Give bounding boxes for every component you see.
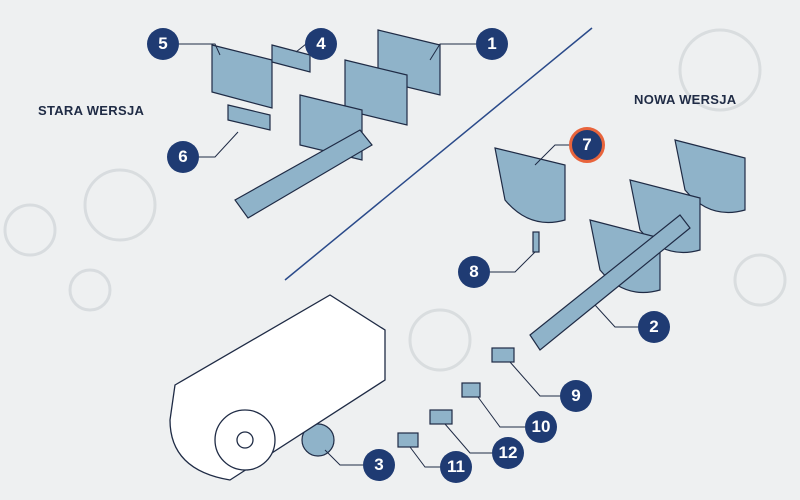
callout-1: 1 — [476, 28, 508, 60]
callout-12: 12 — [492, 437, 524, 469]
leader-lines — [179, 43, 638, 468]
callout-11: 11 — [440, 451, 472, 483]
callout-2: 2 — [638, 311, 670, 343]
old-version-label: STARA WERSJA — [38, 103, 145, 118]
callout-6: 6 — [167, 141, 199, 173]
background-faded-parts — [3, 28, 787, 372]
callout-3: 3 — [363, 449, 395, 481]
callout-10: 10 — [525, 411, 557, 443]
callout-9: 9 — [560, 380, 592, 412]
old-chain-assembly — [211, 29, 441, 219]
callout-8: 8 — [458, 256, 490, 288]
divider-line — [284, 27, 593, 281]
gearbox-housing — [169, 294, 386, 481]
new-chain-assembly — [301, 139, 746, 457]
callout-7-highlighted: 7 — [569, 127, 605, 163]
callout-5: 5 — [147, 28, 179, 60]
new-version-label: NOWA WERSJA — [634, 92, 737, 107]
bolt-part — [532, 231, 540, 253]
callout-4: 4 — [305, 28, 337, 60]
